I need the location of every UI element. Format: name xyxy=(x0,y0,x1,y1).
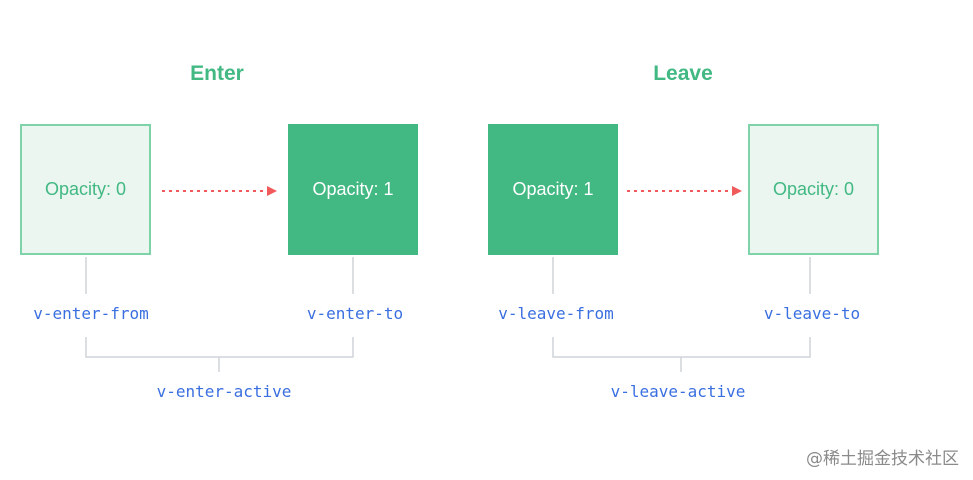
enter-to-class: v-enter-to xyxy=(306,304,404,323)
leave-from-class: v-leave-from xyxy=(498,304,614,323)
watermark: @稀土掘金技术社区 xyxy=(806,449,959,469)
enter-from-class: v-enter-from xyxy=(33,304,149,323)
leave-bracket xyxy=(552,257,811,372)
enter-from-box: Opacity: 0 xyxy=(20,124,151,255)
enter-heading: Enter xyxy=(190,62,244,85)
leave-heading: Leave xyxy=(653,62,713,85)
leave-to-class: v-leave-to xyxy=(763,304,861,323)
leave-to-box: Opacity: 0 xyxy=(748,124,879,255)
enter-bracket xyxy=(85,257,354,372)
enter-from-box-label: Opacity: 0 xyxy=(44,179,127,199)
leave-from-box-label: Opacity: 1 xyxy=(512,179,594,199)
leave-from-box: Opacity: 1 xyxy=(488,124,618,255)
enter-active-class: v-enter-active xyxy=(156,382,292,401)
enter-to-box: Opacity: 1 xyxy=(288,124,418,255)
leave-to-box-label: Opacity: 0 xyxy=(772,179,855,199)
enter-to-box-label: Opacity: 1 xyxy=(312,179,394,199)
leave-active-class: v-leave-active xyxy=(610,382,746,401)
